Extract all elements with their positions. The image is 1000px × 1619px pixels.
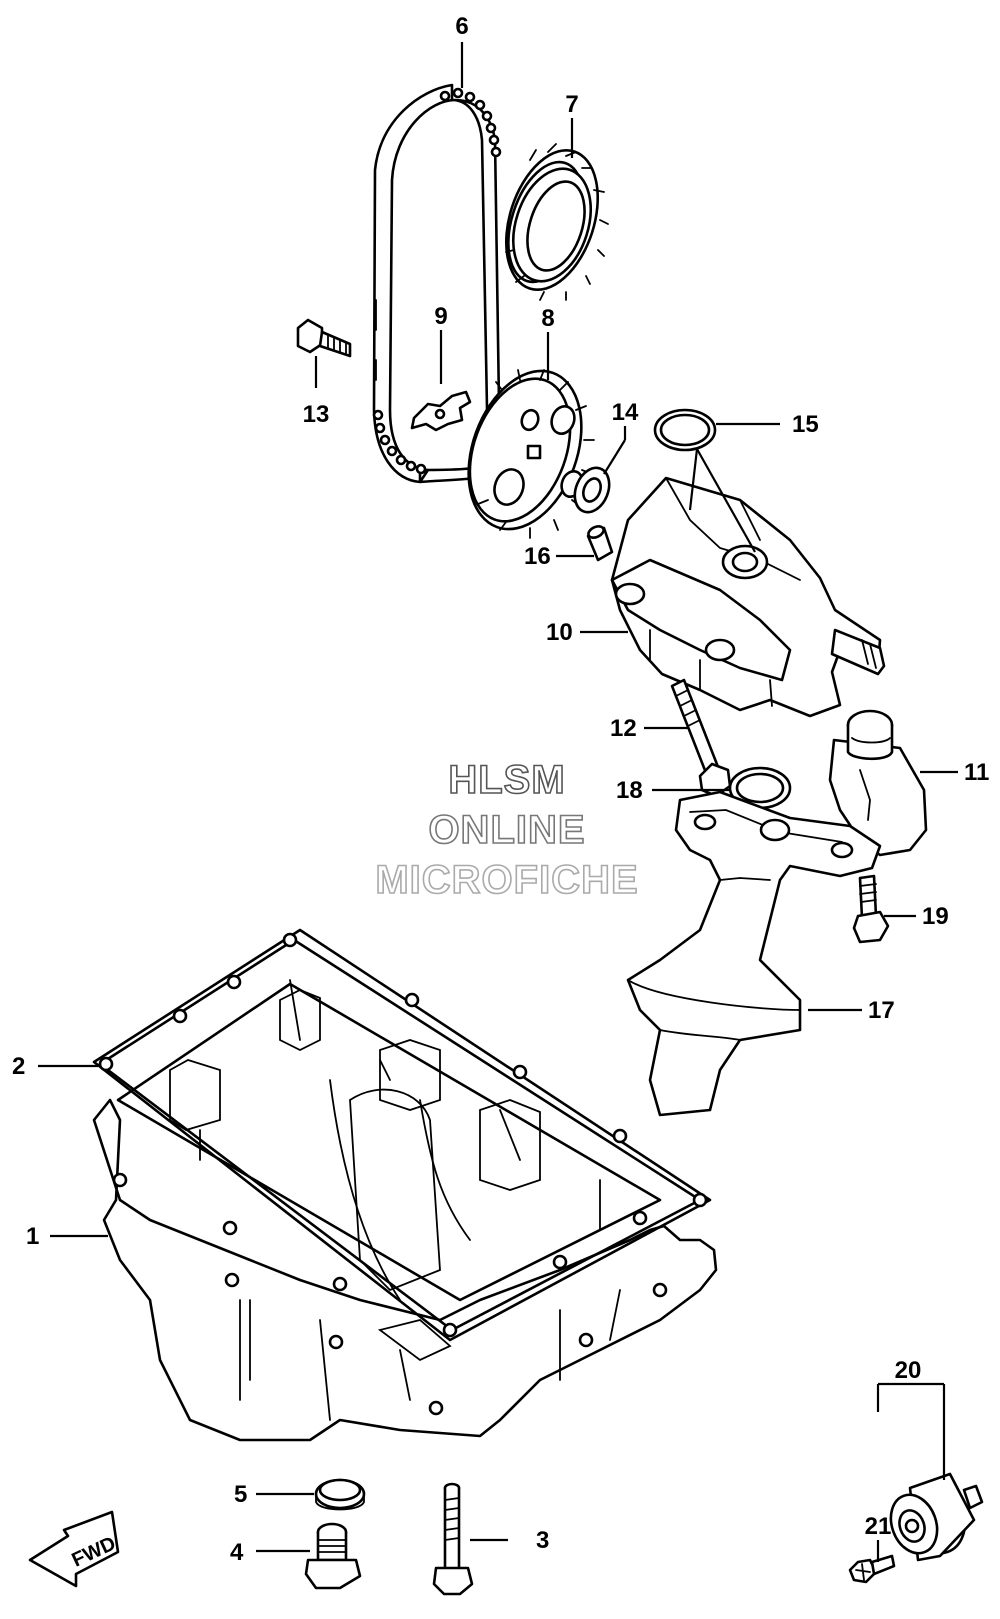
callout-19: 19 [922,903,949,930]
pump-sprocket [467,369,595,539]
chain-links-bottom [372,409,427,475]
callout-16: 16 [524,543,551,570]
callout-8: 8 [541,305,554,332]
callout-20: 20 [895,1357,922,1384]
cam-chain [372,83,502,484]
watermark-line1: HLSM [448,758,565,802]
callout-5: 5 [234,1481,247,1508]
callout-1: 1 [26,1223,39,1250]
callout-2: 2 [12,1053,25,1080]
drain-plug [304,1522,362,1590]
o-ring-15 [653,408,717,452]
oil-pump [610,476,886,718]
callout-3: 3 [536,1527,549,1554]
callout-7: 7 [565,91,578,118]
callout-21: 21 [865,1513,892,1540]
leader-lines [38,42,958,1562]
oil-strainer [626,790,882,1117]
callout-10: 10 [546,619,573,646]
sprocket-pin [410,390,472,432]
screw-21 [848,1554,896,1584]
watermark: HLSM ONLINE MICROFICHE [375,757,639,903]
bolt-12 [670,678,732,798]
gasket-bolt-holes [98,932,708,1416]
callout-14: 14 [612,399,639,426]
callout-6: 6 [455,13,468,40]
o-ring-18 [728,766,792,810]
oil-pressure-switch [889,1472,984,1562]
callout-4: 4 [230,1539,244,1566]
dowel-pin-16 [586,525,614,562]
relief-valve [828,709,928,857]
callout-15: 15 [792,411,819,438]
callouts: 6 7 8 9 13 14 15 16 10 12 11 18 19 17 2 … [12,13,989,1566]
callout-11: 11 [964,759,989,786]
drive-sprocket [504,143,609,301]
fwd-arrow: FWD [28,1510,120,1588]
oil-pan [92,928,718,1442]
bolt-13 [296,318,352,358]
callout-13: 13 [303,401,330,428]
callout-12: 12 [610,715,637,742]
drain-gasket [314,1478,366,1511]
bolt-3 [432,1482,474,1596]
bolt-19 [852,874,890,944]
watermark-line2: ONLINE [428,808,585,852]
callout-9: 9 [434,303,447,330]
chain-links-top [439,87,502,158]
callout-17: 17 [868,997,895,1024]
washer-14 [573,466,611,514]
watermark-line3: MICROFICHE [375,858,638,902]
callout-18: 18 [616,777,643,804]
